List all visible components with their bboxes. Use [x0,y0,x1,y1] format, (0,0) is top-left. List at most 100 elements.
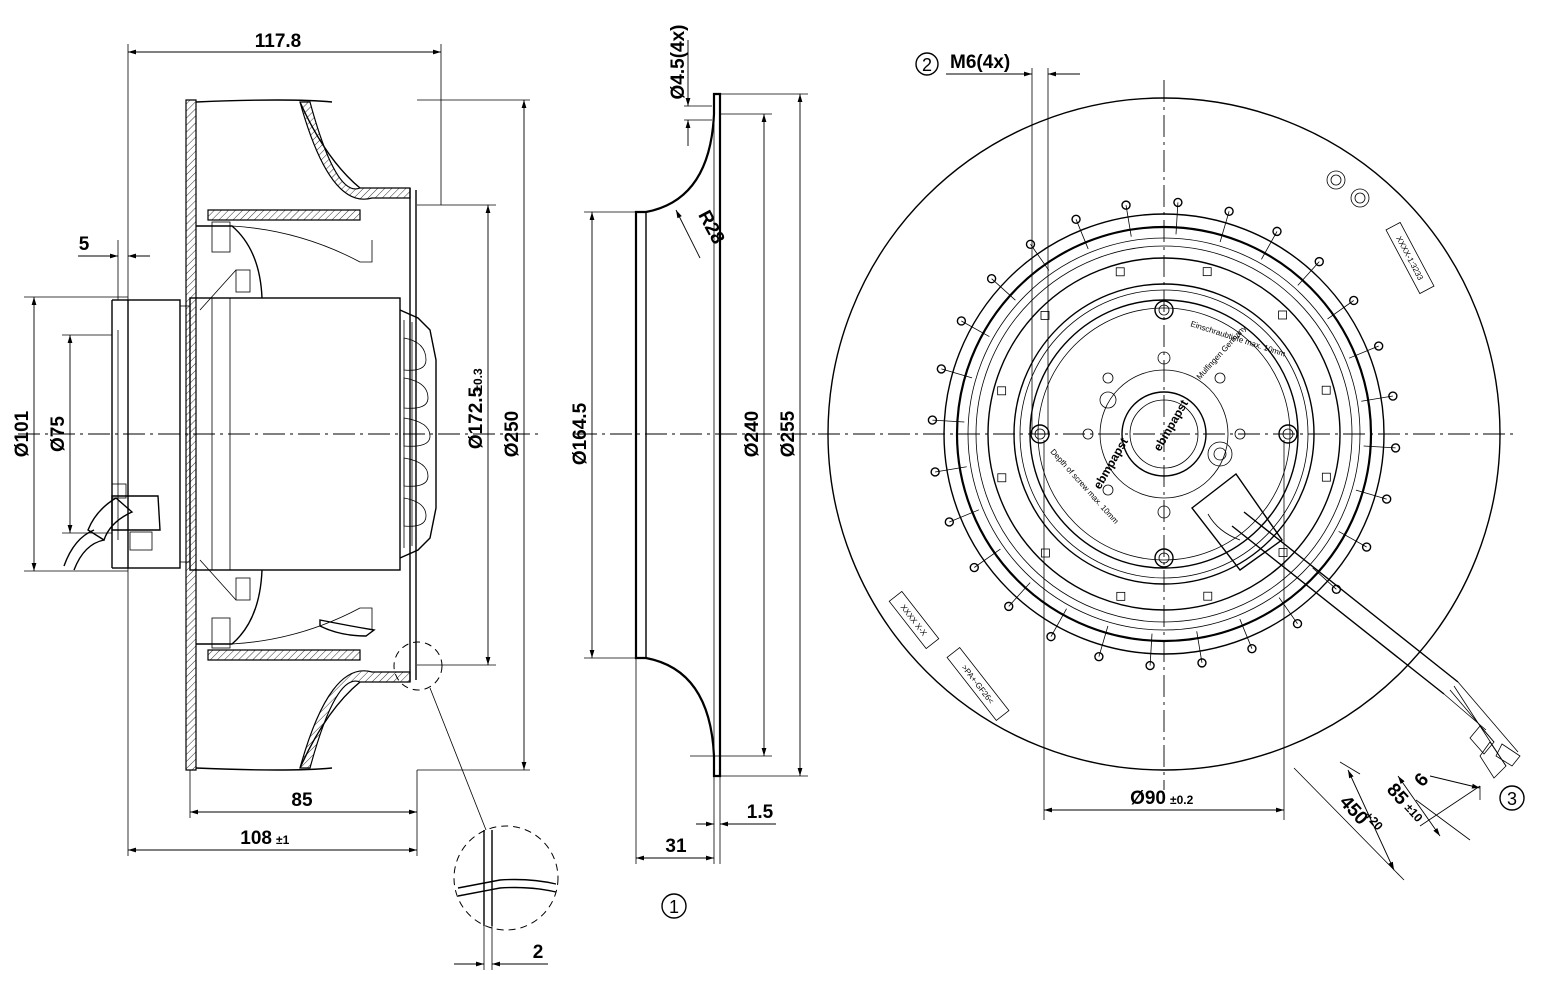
dim-31: 31 [665,836,687,857]
clip-head [944,517,955,527]
cable-outlet [1191,472,1521,779]
clip-head [1373,341,1384,351]
stamp-brand-1: ebmpapst [1150,397,1190,453]
clip-stem [1219,211,1230,243]
dim-2: 2 [533,942,544,963]
clip-head [969,562,979,573]
clip-stem [961,320,990,337]
clip-stem [941,368,973,379]
clip-head [956,316,967,326]
dim-d101: Ø101 [12,410,33,457]
rotor-fins [399,309,437,559]
dim-85: 85 [291,790,313,811]
recycling-marks [1326,170,1370,208]
clip-head [1004,601,1014,612]
shroud-ring [943,213,1385,655]
rotor-clip [1278,310,1287,320]
clip-head [986,274,997,284]
rotor-clip [1116,591,1126,601]
rotor-clip [1321,385,1331,395]
dim-d90: Ø90 [1130,788,1166,809]
clip-stem [1312,567,1337,590]
rotor-clip [1203,591,1213,601]
tol-108: ±1 [276,833,290,847]
clip-head [1046,631,1056,642]
inlet-ring-view: Ø4.5(4x) R28 Ø164.5 Ø240 Ø255 1.5 31 1 [570,25,818,919]
stamp-brand-2: ebmpapst [1090,435,1130,491]
dim-m6: M6(4x) [950,52,1010,73]
dim-108: 108 [240,828,272,849]
clip-head [1349,295,1359,306]
dim-d240: Ø240 [742,411,763,457]
dim-d172-5: Ø172.5 [466,386,487,449]
clip-stem [1050,608,1067,637]
cable-gland [63,483,161,571]
dim-r28: R28 [693,207,728,248]
clip-stem [932,419,965,423]
rotor-clip [997,386,1007,396]
clip-stem [1278,597,1298,624]
dim-d4-5-holes: Ø4.5(4x) [668,25,689,100]
detail-view: 2 [453,825,559,970]
clip-stem [1196,631,1203,663]
callout-3: 3 [1507,789,1517,809]
clip-stem [1261,231,1278,260]
dim-1-5: 1.5 [747,802,774,823]
clip-head [1224,206,1234,217]
clip-stem [1030,244,1050,271]
clip-stem [1348,345,1379,359]
clip-head [1390,443,1401,453]
clip-stem [1355,489,1387,500]
clip-head [1121,200,1131,210]
clip-head [1173,197,1183,208]
dim-5: 5 [79,234,90,255]
clip-head [936,364,947,374]
label-bottom-b: >PA+-GF26< [960,663,996,706]
tol-d90: ±0.2 [1170,793,1194,807]
clip-head [1292,619,1303,629]
balance-clips [927,197,1401,671]
dim-d164-5: Ø164.5 [570,402,591,465]
front-view: XXXX-1:3233 XXXX X-X >PA+-GF26< Einschra… [818,52,1525,881]
hub [1121,391,1207,477]
clip-stem [1239,618,1253,649]
rotor-clip [1115,267,1125,277]
side-view: 117.8 5 Ø101 Ø75 Ø172.5 ±0.3 Ø250 85 108… [12,31,540,856]
dim-d250: Ø250 [502,411,523,457]
clip-stem [1361,395,1393,402]
rotor-clip [1321,472,1331,482]
clip-stem [1338,531,1367,548]
rotor-clip [1041,548,1050,558]
callout-2: 2 [922,55,932,75]
clip-stem [1327,300,1354,320]
rotor-clip [1040,311,1050,320]
clip-head [1071,214,1081,225]
clip-stem [1008,582,1031,607]
rotor-clip [1278,548,1288,557]
clip-stem [949,509,980,523]
dim-d75: Ø75 [48,416,69,452]
clip-head [1314,256,1324,267]
clip-stem [991,278,1016,301]
clip-head [1197,658,1207,668]
clip-stem [1363,445,1396,449]
rotor-clip [1202,267,1212,277]
dim-6: 6 [1411,769,1434,791]
clip-stem [1075,219,1089,250]
clip-head [1361,542,1372,552]
clip-head [1388,391,1398,401]
clip-stem [974,548,1001,568]
clip-stem [1125,205,1132,237]
clip-stem [1149,633,1153,666]
clip-head [1025,239,1036,249]
clip-stem [1297,261,1320,286]
dim-d255: Ø255 [778,410,799,457]
clip-head [927,415,938,425]
clip-head [1145,660,1155,671]
dim-450: 450 [1335,792,1372,830]
clip-stem [1098,625,1109,657]
tol-172-5: ±0.3 [471,368,485,392]
clip-head [1094,651,1104,662]
dim-117-8: 117.8 [255,31,302,52]
